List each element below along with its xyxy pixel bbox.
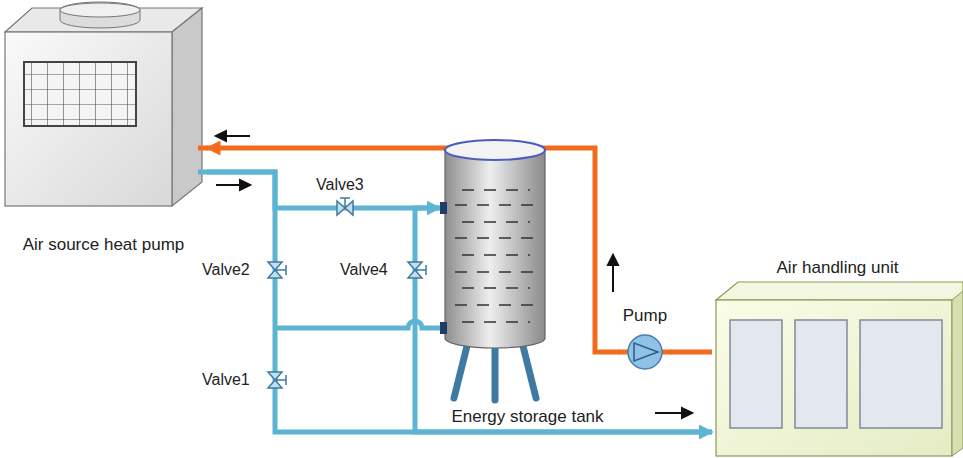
node-label: Air handling unit [777,258,899,278]
pipe-connector [207,172,440,208]
valve-label: Valve1 [202,371,250,389]
node-label: Pump [623,306,667,326]
tank-illustration [440,140,545,400]
pump-node: Pump [620,306,671,372]
pump-symbol [618,335,672,369]
valve-label: Valve3 [316,176,364,194]
pipe-connector [671,350,713,355]
ahu-illustration [716,282,963,456]
valve-symbols [268,198,426,388]
node-label: Energy storage tank [451,407,603,427]
tank-node: Energy storage tank [440,140,615,427]
node-label: Air source heat pump [23,235,185,255]
valve-label: Valve2 [202,261,250,279]
heat-pump-illustration [5,2,208,206]
valve-label: Valve4 [340,261,388,279]
ahu-node: Air handling unit [712,258,963,458]
heat-pump-node: Air source heat pump [0,0,207,255]
junction-pipe [275,321,441,328]
flow-arrows [216,131,692,418]
